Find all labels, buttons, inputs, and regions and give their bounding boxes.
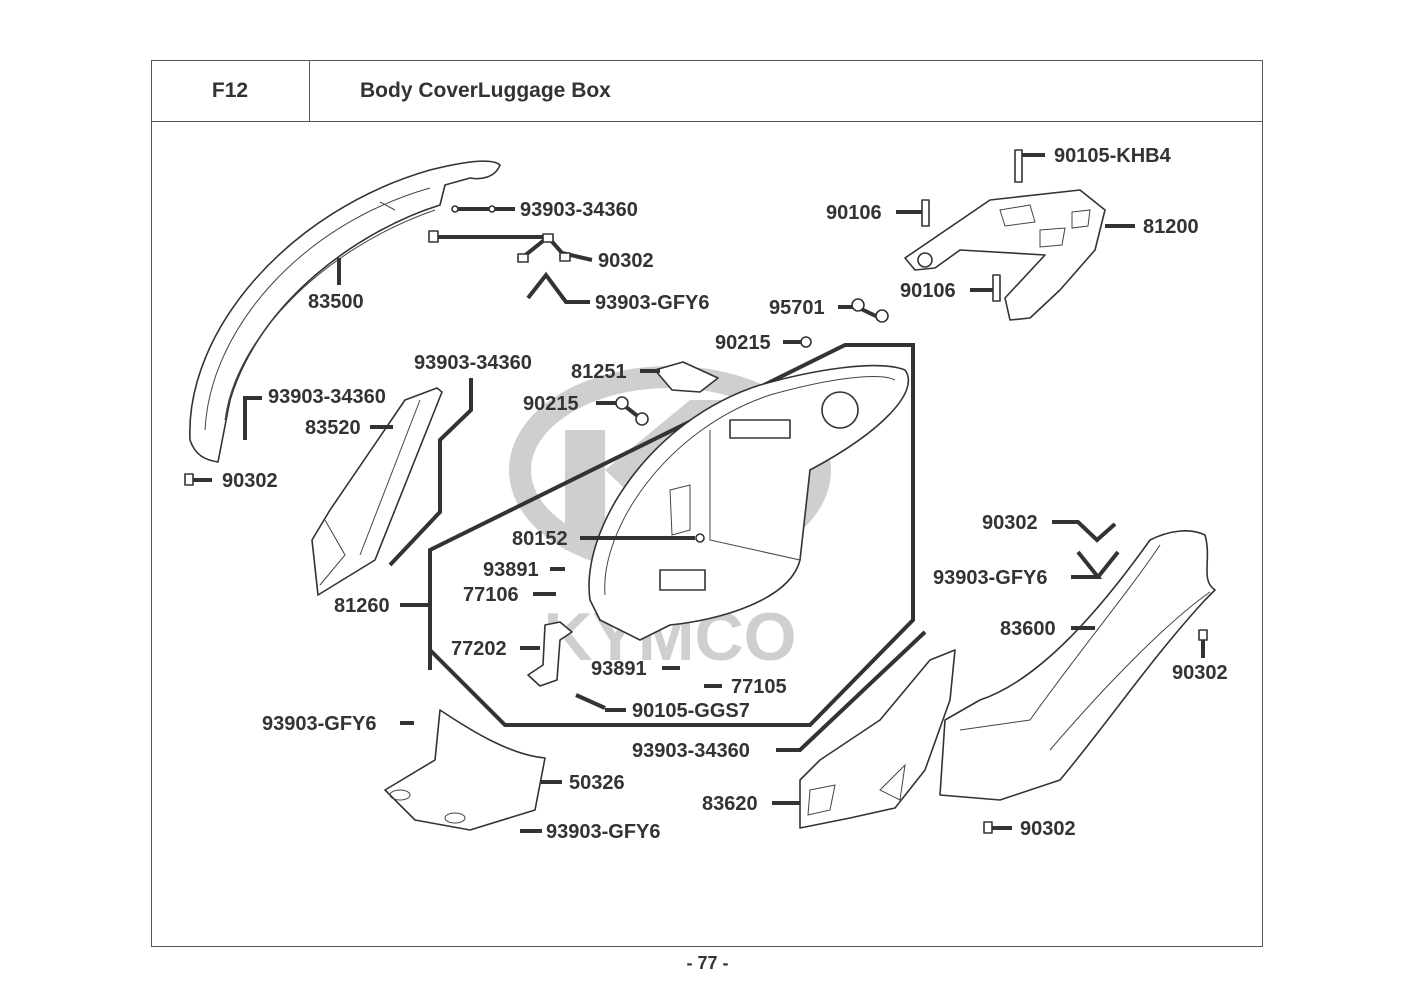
lid-81251 [654,361,719,393]
callout-c02: 90302 [598,250,654,272]
callout-c09: 95701 [769,297,825,319]
callout-c15: 83520 [305,417,361,439]
callout-c11: 93903-34360 [414,352,532,374]
callout-c25: 90302 [982,512,1038,534]
leader-lines [184,149,1208,834]
callout-c01: 93903-34360 [520,199,638,221]
right-body-cover-83600 [939,530,1216,801]
callout-c04: 83500 [308,291,364,313]
callout-c03: 93903-GFY6 [595,292,710,314]
luggage-box-81260 [588,364,910,641]
callout-c22: 93891 [591,658,647,680]
rear-center-cover-83500 [189,160,501,463]
callout-c17: 80152 [512,528,568,550]
callout-c06: 90106 [826,202,882,224]
callout-c32: 83620 [702,793,758,815]
right-side-cover-83620 [799,649,956,829]
callout-c34: 90302 [1020,818,1076,840]
left-side-cover-83520 [311,387,443,596]
callout-c16: 90302 [222,470,278,492]
under-tray-50326 [384,709,546,831]
callout-c21: 77202 [451,638,507,660]
callout-c19: 77106 [463,584,519,606]
rear-carrier-81200 [904,189,1106,321]
section-title: Body CoverLuggage Box [310,60,1263,122]
callout-c29: 93903-GFY6 [262,713,377,735]
callout-c30: 50326 [569,772,625,794]
diagram-frame [151,60,1263,947]
callout-c14: 90215 [523,393,579,415]
callout-c20: 81260 [334,595,390,617]
callout-c24: 90105-GGS7 [632,700,750,722]
seat-hinge-77202 [527,621,573,687]
callout-c31: 93903-34360 [632,740,750,762]
callout-c13: 93903-34360 [268,386,386,408]
callout-c12: 81251 [571,361,627,383]
callout-c26: 93903-GFY6 [933,567,1048,589]
callout-c27: 83600 [1000,618,1056,640]
callout-labels: 93903-34360 90302 93903-GFY6 83500 90105… [222,145,1228,843]
callout-c18: 93891 [483,559,539,581]
callout-c05: 90105-KHB4 [1054,145,1172,167]
callout-c28: 90302 [1172,662,1228,684]
page-number: - 77 - [686,953,729,973]
callout-c33: 93903-GFY6 [546,821,661,843]
callout-c23: 77105 [731,676,787,698]
section-code: F12 [151,60,310,122]
luggage-box-group-outline [428,343,915,727]
callout-c08: 90106 [900,280,956,302]
callout-c07: 81200 [1143,216,1199,238]
callout-c10: 90215 [715,332,771,354]
